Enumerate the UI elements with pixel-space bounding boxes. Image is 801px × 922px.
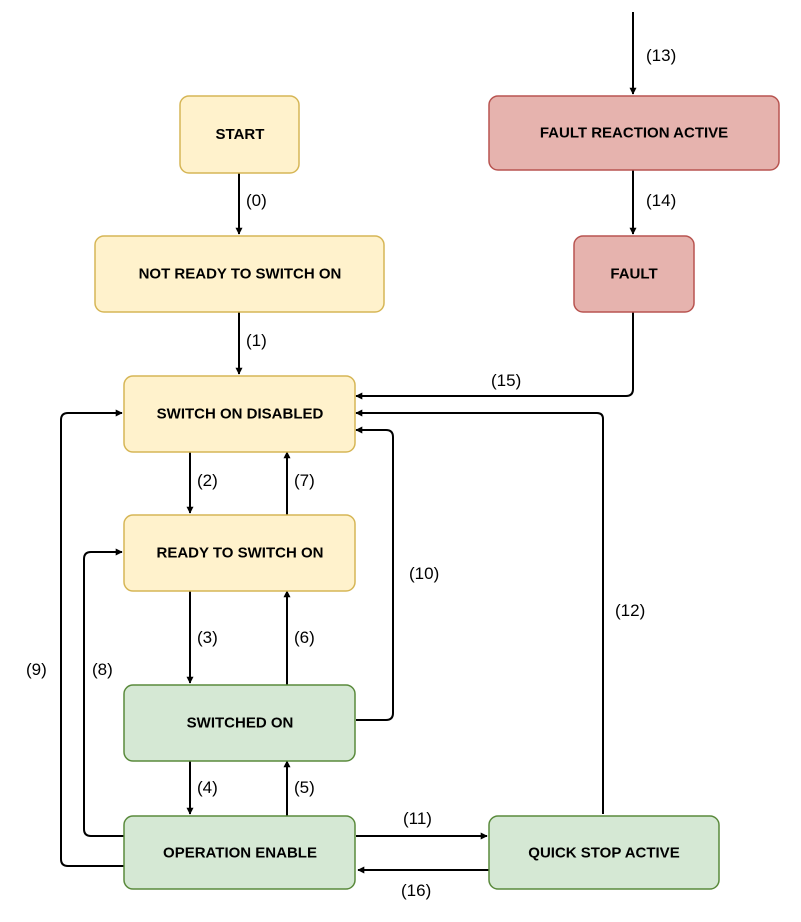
- transition-label-2: (2): [197, 471, 218, 490]
- state-start-label: START: [216, 126, 265, 143]
- transition-label-14: (14): [646, 191, 676, 210]
- state-quick-stop-active: QUICK STOP ACTIVE: [488, 815, 720, 890]
- state-quick-stop-active-label: QUICK STOP ACTIVE: [528, 845, 679, 862]
- edge-12: [355, 409, 604, 814]
- state-fault-label: FAULT: [610, 266, 657, 283]
- transition-label-0: (0): [246, 191, 267, 210]
- transition-label-12: (12): [615, 601, 645, 620]
- state-switch-on-disabled-box: [123, 375, 356, 453]
- edge-15: [355, 312, 634, 400]
- state-start: START: [179, 95, 300, 174]
- edge-8: [83, 548, 124, 837]
- transition-label-5: (5): [294, 778, 315, 797]
- state-fault-reaction-active-box: [488, 95, 780, 171]
- state-start-box: [179, 95, 300, 174]
- state-fault-box: [573, 235, 695, 313]
- state-switch-on-disabled-label: SWITCH ON DISABLED: [157, 406, 324, 423]
- state-fault-reaction-active: FAULT REACTION ACTIVE: [488, 95, 780, 171]
- edge-10: [355, 426, 394, 721]
- state-operation-enable-box: [123, 815, 356, 890]
- state-switched-on-label: SWITCHED ON: [187, 715, 294, 732]
- state-fault-reaction-active-label: FAULT REACTION ACTIVE: [540, 125, 728, 142]
- transition-label-1: (1): [246, 331, 267, 350]
- transition-label-11: (11): [403, 809, 432, 828]
- state-switched-on-box: [123, 684, 356, 762]
- state-fault: FAULT: [573, 235, 695, 313]
- transition-label-16: (16): [401, 881, 431, 900]
- transition-label-6: (6): [294, 628, 315, 647]
- transition-label-15: (15): [491, 371, 521, 390]
- transition-label-8: (8): [92, 660, 113, 679]
- edge-9: [60, 409, 124, 867]
- state-switch-on-disabled: SWITCH ON DISABLED: [123, 375, 356, 453]
- state-not-ready-box: [94, 235, 385, 313]
- state-switched-on: SWITCHED ON: [123, 684, 356, 762]
- state-ready-to-switch-on-box: [123, 514, 356, 592]
- transition-label-3: (3): [197, 628, 218, 647]
- transition-label-13: (13): [646, 46, 676, 65]
- state-operation-enable: OPERATION ENABLE: [123, 815, 356, 890]
- transition-label-7: (7): [294, 471, 315, 490]
- transition-label-4: (4): [197, 778, 218, 797]
- state-quick-stop-active-box: [488, 815, 720, 890]
- transition-label-9: (9): [26, 660, 47, 679]
- transition-label-10: (10): [409, 564, 439, 583]
- state-ready-to-switch-on: READY TO SWITCH ON: [123, 514, 356, 592]
- transition-labels: (13) (0) (14) (1) (15) (2) (7) (10) (12)…: [26, 46, 676, 900]
- state-not-ready-to-switch-on: NOT READY TO SWITCH ON: [94, 235, 385, 313]
- edges: [60, 12, 637, 874]
- state-operation-enable-label: OPERATION ENABLE: [163, 845, 317, 862]
- state-not-ready-label: NOT READY TO SWITCH ON: [139, 266, 342, 283]
- state-ready-to-switch-on-label: READY TO SWITCH ON: [157, 545, 324, 562]
